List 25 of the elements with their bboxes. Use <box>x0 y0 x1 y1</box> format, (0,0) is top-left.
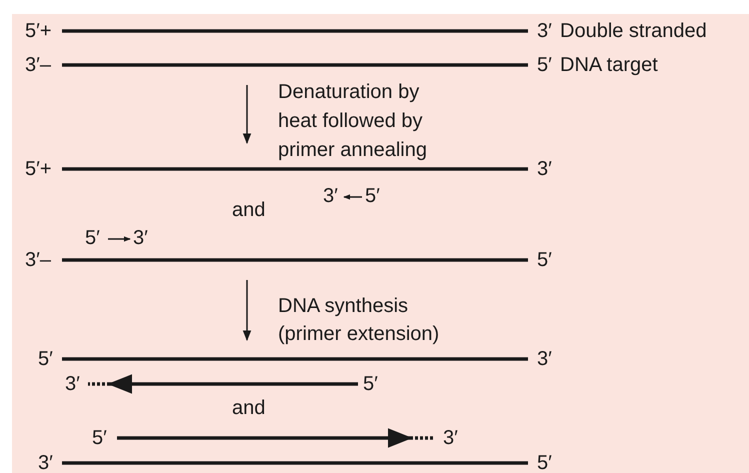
connector-word: and <box>232 198 266 222</box>
strand-end-label: 5′ <box>365 184 380 208</box>
strand-end-label: 5′ <box>537 451 552 473</box>
strand-end-label: 5′ <box>537 53 552 77</box>
step-description: Denaturation by heat followed by primer annealing <box>278 80 428 162</box>
strand-end-label: 3′ <box>537 19 552 43</box>
strand-end-label: 3′ <box>38 451 53 473</box>
strand-end-label: 5′ <box>92 426 107 450</box>
strand-end-label: 5′ <box>38 347 53 371</box>
strand-end-label: 5′ <box>363 372 378 396</box>
strand-end-label: 3′ <box>537 347 552 371</box>
strand-end-label: 3′ <box>65 372 80 396</box>
strand-end-label: 3′ <box>443 426 458 450</box>
strand-end-label: 5′+ <box>25 19 52 43</box>
strand-end-label: 3′– <box>25 248 51 272</box>
strand-end-label: 5′ <box>537 248 552 272</box>
strand-end-label: 3′– <box>25 53 51 77</box>
strand-end-label: 5′+ <box>25 157 52 181</box>
strand-end-label: 3′ <box>537 157 552 181</box>
connector-word: and <box>232 396 266 420</box>
caption-text: Double stranded DNA target <box>560 19 708 78</box>
strand-end-label: 3′ <box>133 226 148 250</box>
strand-end-label: 5′ <box>85 226 100 250</box>
step-description: DNA synthesis (primer extension) <box>278 294 440 347</box>
strand-end-label: 3′ <box>323 184 338 208</box>
